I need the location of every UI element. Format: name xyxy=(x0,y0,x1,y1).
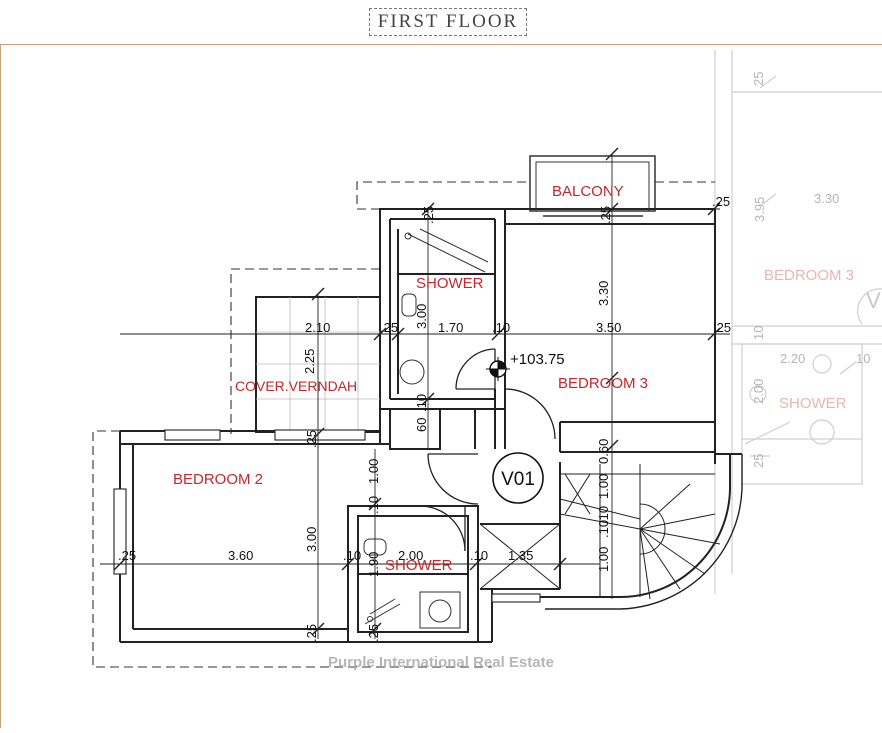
dim-bedroom2-width: 3.60 xyxy=(228,548,253,563)
ghost-room-bedroom3: BEDROOM 3 xyxy=(764,267,854,284)
ghost-dim-3-30: 3.30 xyxy=(814,191,839,206)
stair-tag-circle xyxy=(492,452,544,504)
dim-shower-width: 1.70 xyxy=(438,320,463,335)
dim-bedroom2-depth: 3.00 xyxy=(304,527,319,552)
dim-wall-25-b: .25 xyxy=(713,320,731,335)
dim-wall-10-e: .10 xyxy=(343,548,361,563)
dim-shower-top-25: .25 xyxy=(421,206,436,224)
doors xyxy=(419,348,556,552)
dimension-ticks xyxy=(113,147,721,636)
level-value: +103.75 xyxy=(510,351,565,368)
dim-hall-1-35: 1.35 xyxy=(508,548,533,563)
dim-stair-10: .10 xyxy=(596,506,611,524)
dashed-outlines xyxy=(92,181,715,668)
watermark: Purple International Real Estate xyxy=(328,654,554,671)
floor-plan-drawing: 25 3.95 3.30 BEDROOM 3 V 10 2.20 10 2.00… xyxy=(0,44,882,728)
ghost-room-shower: SHOWER xyxy=(779,395,847,412)
room-label-balcony: BALCONY xyxy=(552,183,624,200)
dim-balcony-right-25: .25 xyxy=(712,194,730,209)
dim-stair-1-00-b: 1.00 xyxy=(596,547,611,572)
walls xyxy=(119,208,743,643)
dim-wall-25-a: .25 xyxy=(380,320,398,335)
dim-balcony-25: .25 xyxy=(598,206,613,224)
ghost-dim-2-00: 2.00 xyxy=(751,379,766,404)
floor-plan-sheet: 25 3.95 3.30 BEDROOM 3 V 10 2.20 10 2.00… xyxy=(0,44,882,728)
room-label-bedroom3: BEDROOM 3 xyxy=(558,375,648,392)
room-label-shower-top: SHOWER xyxy=(416,275,484,292)
dim-verandah-width: 2.10 xyxy=(305,320,330,335)
dim-hall-1-00: 1.00 xyxy=(366,459,381,484)
level-marker-icon xyxy=(486,357,510,381)
room-label-shower-bottom: SHOWER xyxy=(385,557,453,574)
ghost-dim-ticks xyxy=(759,75,857,375)
ghost-dim-10-b: 10 xyxy=(856,351,870,366)
dim-wall-25-f: .25 xyxy=(366,624,381,642)
dim-stair-1-00-a: 1.00 xyxy=(596,474,611,499)
ghost-dim-3-95: 3.95 xyxy=(752,197,767,222)
windows xyxy=(113,429,541,603)
ghost-adjacent-plan xyxy=(714,50,882,594)
stairs xyxy=(479,464,721,600)
floor-title: FIRST FLOOR xyxy=(369,8,527,36)
ghost-dim-10-a: 10 xyxy=(751,326,766,340)
ghost-v-letter: V xyxy=(866,288,881,313)
room-label-bedroom2: BEDROOM 2 xyxy=(173,471,263,488)
ghost-dim-2-20: 2.20 xyxy=(780,351,805,366)
ghost-dim-25-top: 25 xyxy=(751,72,766,86)
dim-stair-0-60: 0.60 xyxy=(596,439,611,464)
dim-wall-25-d: .25 xyxy=(118,548,136,563)
dim-shower-bottom-width: 2.00 xyxy=(398,548,423,563)
dim-wall-25-c: .25 xyxy=(304,430,319,448)
dim-wall-25-e: .25 xyxy=(304,624,319,642)
dim-bedroom3-height: 3.30 xyxy=(596,281,611,306)
dim-wall-10-a: .10 xyxy=(492,320,510,335)
stair-tag-label: V01 xyxy=(501,469,535,490)
dim-closet-60: 60 xyxy=(414,418,429,432)
fixtures xyxy=(363,228,489,629)
ghost-dim-25-bottom: 25 xyxy=(751,454,766,468)
dim-closet-10: .10 xyxy=(414,394,429,412)
room-label-verandah: COVER.VERNDAH xyxy=(235,378,357,394)
dim-verandah-depth: 2.25 xyxy=(302,349,317,374)
dim-stair-10-g: .10 xyxy=(596,520,611,538)
dim-bedroom3-width: 3.50 xyxy=(596,320,621,335)
dim-hall-10: .10 xyxy=(366,496,381,514)
dim-shower-bottom-depth: 1.90 xyxy=(366,552,381,577)
dim-wall-10-f: .10 xyxy=(470,548,488,563)
dim-shower-height: 3.00 xyxy=(414,304,429,329)
